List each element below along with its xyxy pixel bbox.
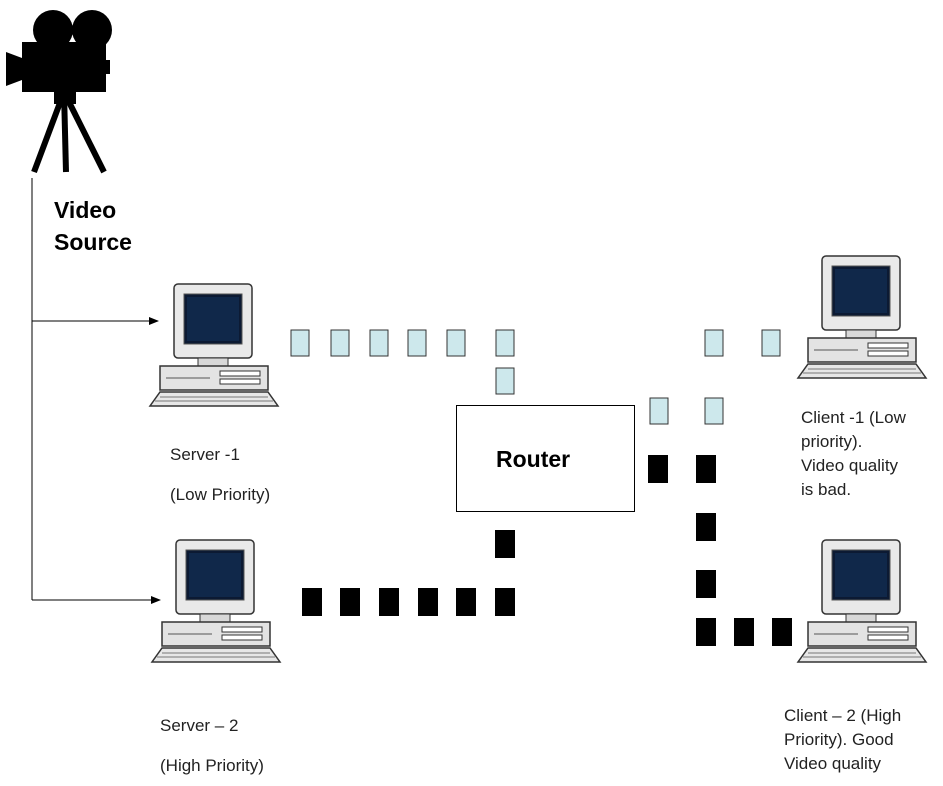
low-priority-packet xyxy=(369,329,389,357)
high-priority-packet xyxy=(734,618,754,646)
router-box xyxy=(456,405,635,512)
client-1-line: is bad. xyxy=(801,480,852,499)
high-priority-packet xyxy=(696,618,716,646)
low-priority-packet xyxy=(704,397,724,425)
low-priority-packet xyxy=(649,397,669,425)
server-2-label: Server – 2 (High Priority) xyxy=(160,706,264,786)
low-priority-packet xyxy=(446,329,466,357)
server-2-name: Server – 2 xyxy=(160,716,239,735)
high-priority-packet xyxy=(648,455,668,483)
client-1-line: priority). xyxy=(801,432,863,451)
high-priority-packet xyxy=(340,588,360,616)
high-priority-packet xyxy=(696,570,716,598)
client-2-line: Video quality xyxy=(784,754,882,773)
high-priority-packet xyxy=(495,588,515,616)
high-priority-packet xyxy=(495,530,515,558)
server-1-desktop-computer-icon xyxy=(149,283,279,407)
router-label: Router xyxy=(496,446,571,472)
low-priority-packet-path xyxy=(290,329,781,425)
high-priority-packet-path xyxy=(302,455,792,646)
high-priority-packet xyxy=(772,618,792,646)
client-2-desktop-computer-icon xyxy=(797,539,927,663)
client-1-line: Client -1 (Low xyxy=(801,408,906,427)
high-priority-packet xyxy=(302,588,322,616)
server-2-desktop-computer-icon xyxy=(151,539,281,663)
server-1-priority: (Low Priority) xyxy=(170,485,271,504)
client-2-label: Client – 2 (High Priority). Good Video q… xyxy=(784,704,901,776)
client-2-line: Priority). Good xyxy=(784,730,894,749)
high-priority-packet xyxy=(696,455,716,483)
high-priority-packet xyxy=(379,588,399,616)
client-1-label: Client -1 (Low priority). Video quality … xyxy=(801,406,906,502)
low-priority-packet xyxy=(761,329,781,357)
video-source-label: Video Source xyxy=(54,194,132,258)
low-priority-packet xyxy=(407,329,427,357)
client-1-desktop-computer-icon xyxy=(797,255,927,379)
video-source-line-1: Video xyxy=(54,197,117,223)
high-priority-packet xyxy=(418,588,438,616)
video-source-line-2: Source xyxy=(54,229,132,255)
source-connections xyxy=(31,178,161,604)
high-priority-packet xyxy=(456,588,476,616)
server-1-name: Server -1 xyxy=(170,445,240,464)
low-priority-packet xyxy=(495,329,515,357)
server-2-priority: (High Priority) xyxy=(160,756,264,775)
client-1-line: Video quality xyxy=(801,456,899,475)
low-priority-packet xyxy=(495,367,515,395)
high-priority-packet xyxy=(696,513,716,541)
film-camera-icon xyxy=(6,10,112,174)
client-2-line: Client – 2 (High xyxy=(784,706,902,725)
server-1-label: Server -1 (Low Priority) xyxy=(170,435,270,515)
low-priority-packet xyxy=(290,329,310,357)
low-priority-packet xyxy=(704,329,724,357)
low-priority-packet xyxy=(330,329,350,357)
